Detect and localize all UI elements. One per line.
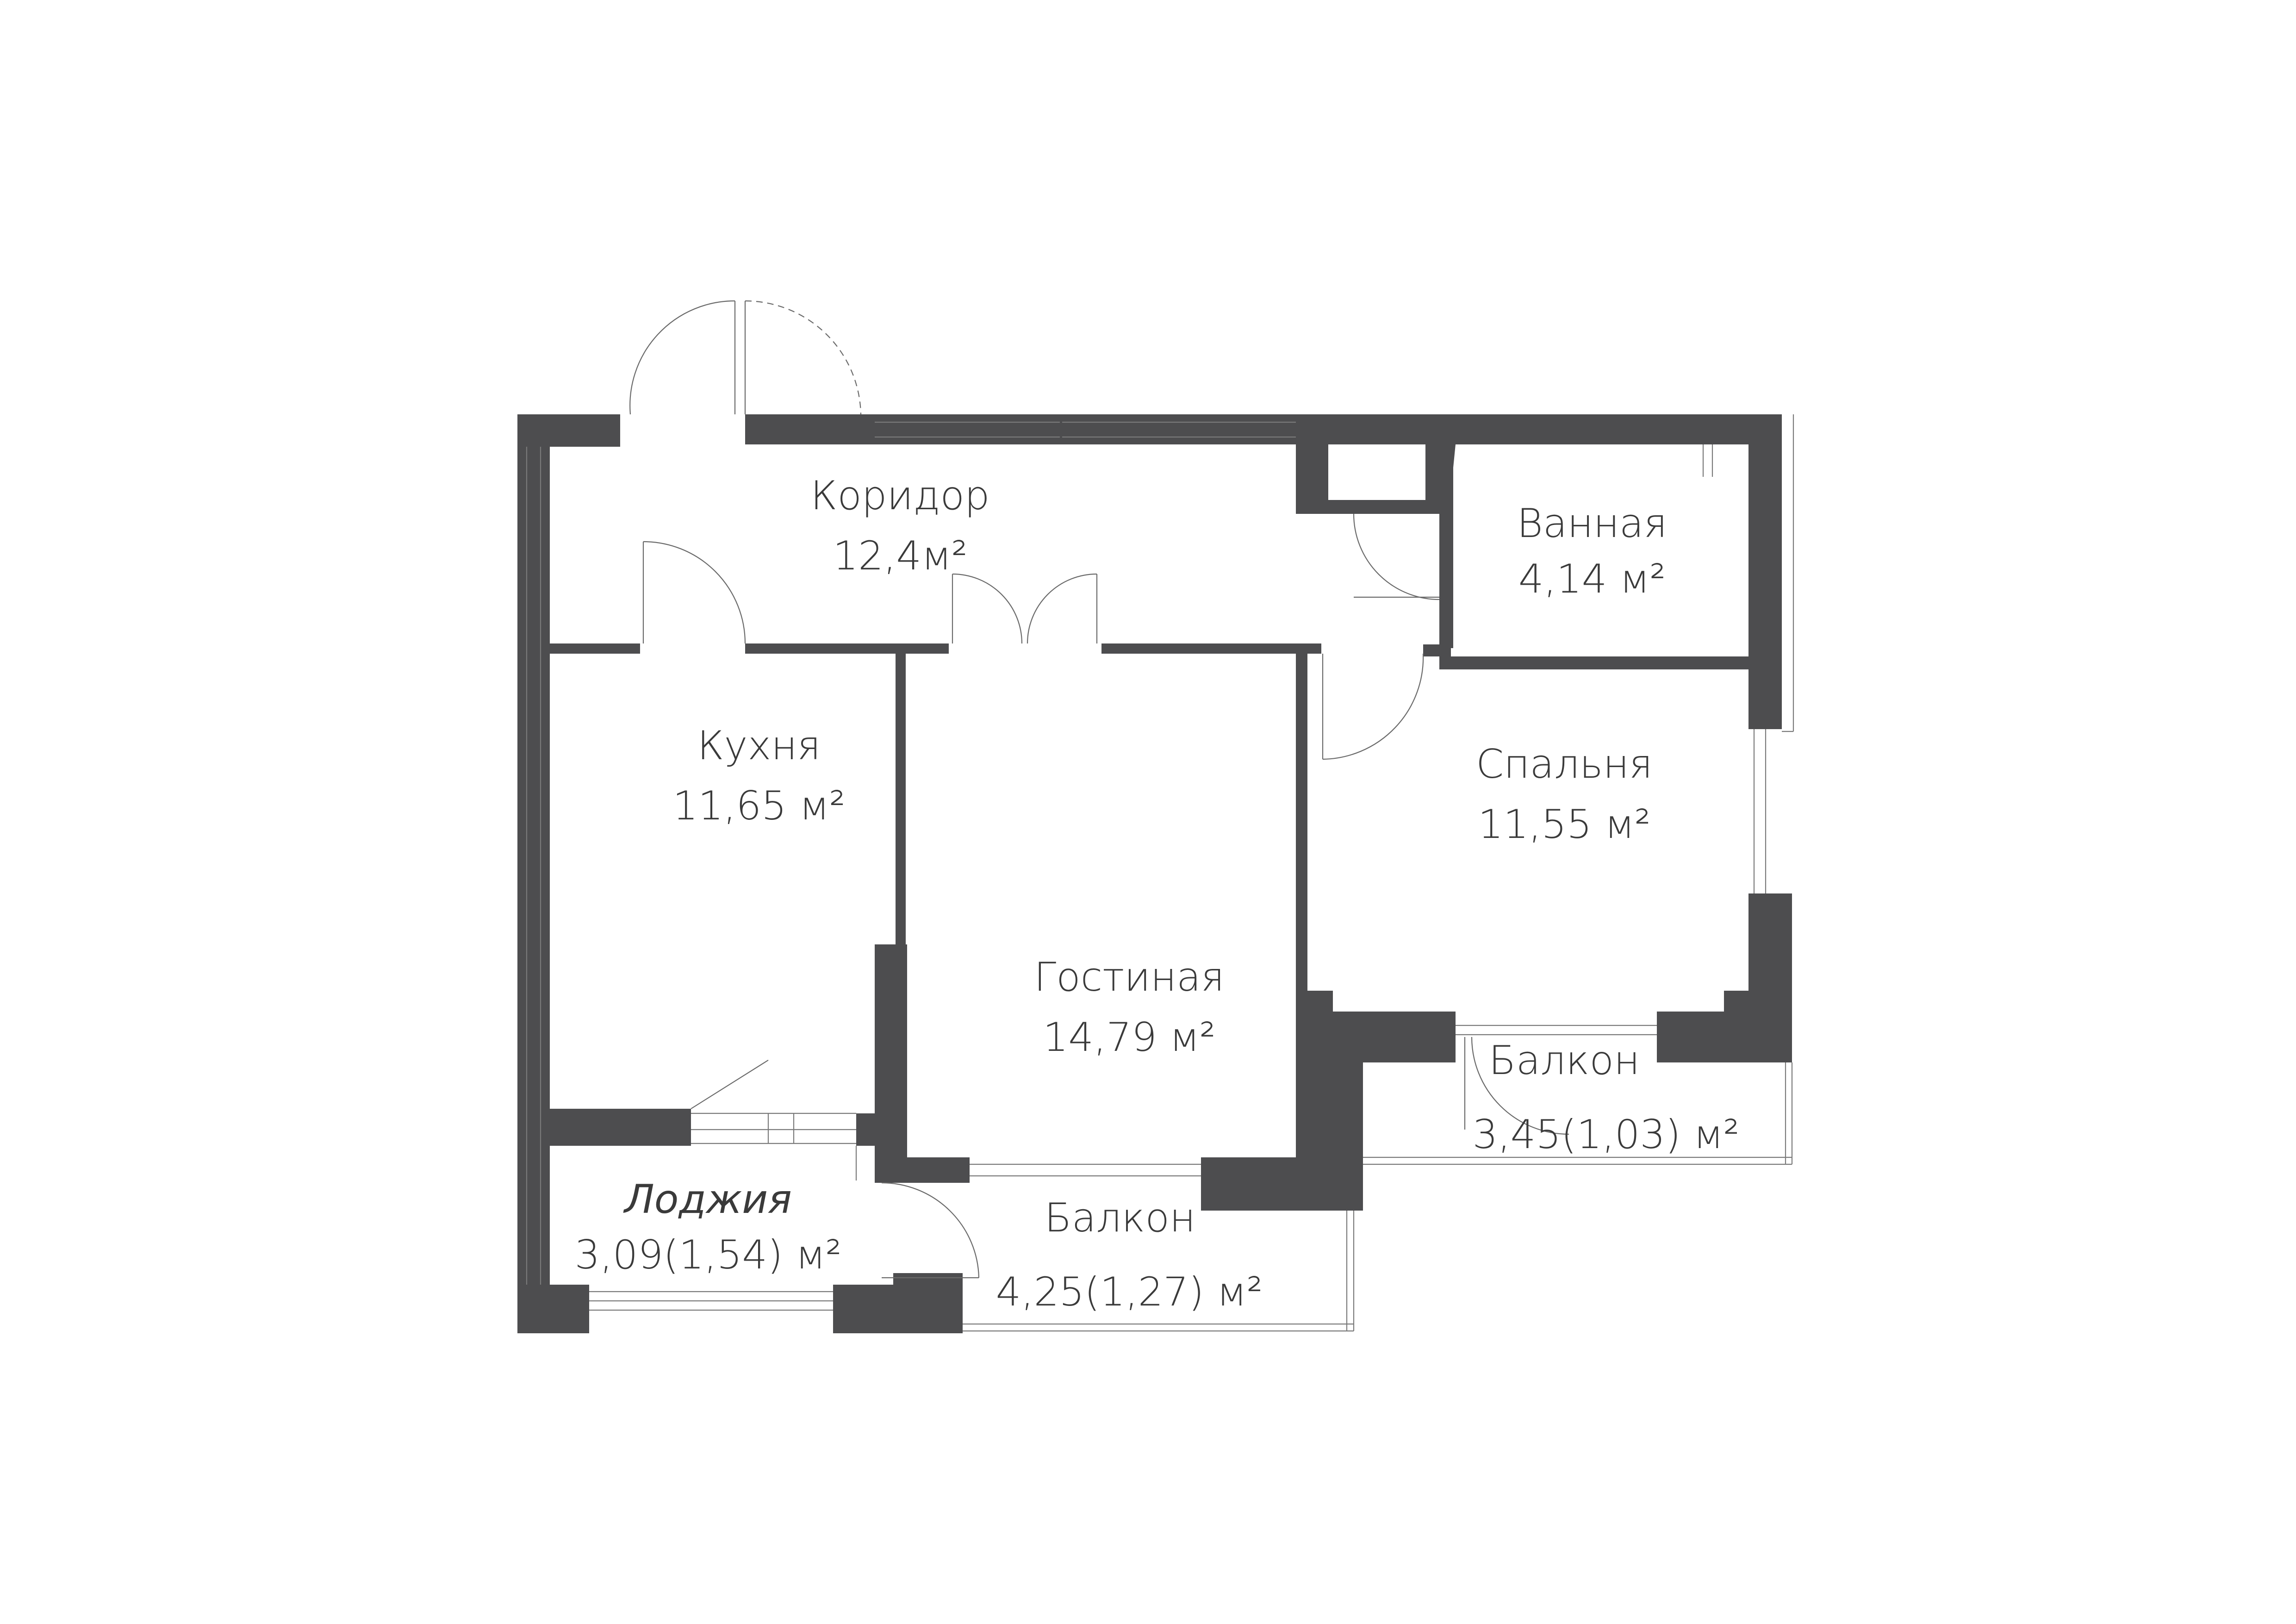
wall-living-bedroom-thick <box>1296 991 1333 1176</box>
wall-corridor-living <box>1101 643 1321 654</box>
doors <box>629 300 1569 1279</box>
loggia-name: Лоджия <box>623 1176 792 1223</box>
bathroom-name: Ванная <box>1517 500 1667 547</box>
wall-right-lower-3 <box>1724 991 1749 1030</box>
wall-bathroom-left <box>1439 444 1453 648</box>
wall-bathroom-block-2 <box>1328 500 1425 514</box>
entrance-door-arc-left <box>629 300 735 415</box>
wall-corridor-kitchen-2 <box>745 643 949 654</box>
loggia-door-arc <box>881 1182 980 1278</box>
bedroom-door-arc <box>1322 653 1424 760</box>
wall-bedroom-bottom-right-2 <box>1657 1030 1791 1062</box>
wall-loggia-bottom-left <box>517 1285 589 1333</box>
wall-bedroom-bottom-left <box>1333 1012 1456 1030</box>
bathroom-area: 4,14 м² <box>1518 556 1666 602</box>
wall-living-bedroom <box>1296 654 1307 992</box>
wall-loggia-bottom-right <box>833 1285 963 1333</box>
living-door-arc-left <box>952 573 1023 644</box>
living-area: 14,79 м² <box>1043 1014 1216 1061</box>
wall-bathroom-door-stub <box>1423 644 1451 656</box>
balcony-bedroom-name: Балкон <box>1489 1037 1640 1084</box>
kitchen-name: Кухня <box>697 723 821 769</box>
detail-lines <box>526 414 1794 1332</box>
loggia-area: 3,09(1,54) м² <box>575 1232 842 1278</box>
wall-balcony-bedroom-left <box>1333 1030 1363 1211</box>
wall-living-bottom-left <box>875 1157 970 1183</box>
wall-right-lower <box>1748 893 1773 1030</box>
living-door-arc-right <box>1027 573 1097 644</box>
wall-kitchen-living <box>896 654 906 950</box>
bedroom-area: 11,55 м² <box>1478 801 1651 848</box>
wall-top-right <box>1296 414 1782 444</box>
wall-loggia-bottom-right-2 <box>893 1273 963 1287</box>
balcony-bedroom-area: 3,45(1,03) м² <box>1473 1112 1740 1158</box>
wall-kitchen-living-thick <box>875 944 907 1181</box>
wall-bathroom-bottom <box>1439 656 1748 669</box>
living-name: Гостиная <box>1034 954 1224 1000</box>
kitchen-door-arc <box>643 541 746 644</box>
balcony-living-area: 4,25(1,27) м² <box>996 1269 1263 1315</box>
kitchen-loggia-door-leaf <box>691 1060 769 1109</box>
corridor-name: Коридор <box>810 473 989 519</box>
bathroom-door-arc <box>1353 513 1440 600</box>
balcony-bedroom-door-arc <box>1471 1037 1569 1135</box>
bedroom-name: Спальня <box>1476 741 1653 787</box>
wall-kitchen-bottom <box>550 1109 691 1146</box>
room-labels: Коридор 12,4м² Ванная 4,14 м² Кухня 11,6… <box>575 473 1740 1315</box>
wall-kitchen-bottom-stub <box>856 1113 877 1146</box>
wall-corridor-kitchen <box>550 643 640 654</box>
kitchen-area: 11,65 м² <box>673 783 846 829</box>
walls <box>517 414 1792 1333</box>
wall-left-outer <box>517 414 550 1296</box>
corridor-area: 12,4м² <box>833 533 968 579</box>
wall-top-left <box>517 414 620 447</box>
wall-right-upper <box>1748 414 1782 729</box>
wall-bathroom-block <box>1296 414 1328 514</box>
wall-living-bottom-pier <box>1201 1178 1354 1211</box>
wall-right-lower-2 <box>1773 893 1792 1062</box>
balcony-living-name: Балкон <box>1045 1195 1196 1241</box>
entrance-door-arc-right <box>745 300 862 415</box>
